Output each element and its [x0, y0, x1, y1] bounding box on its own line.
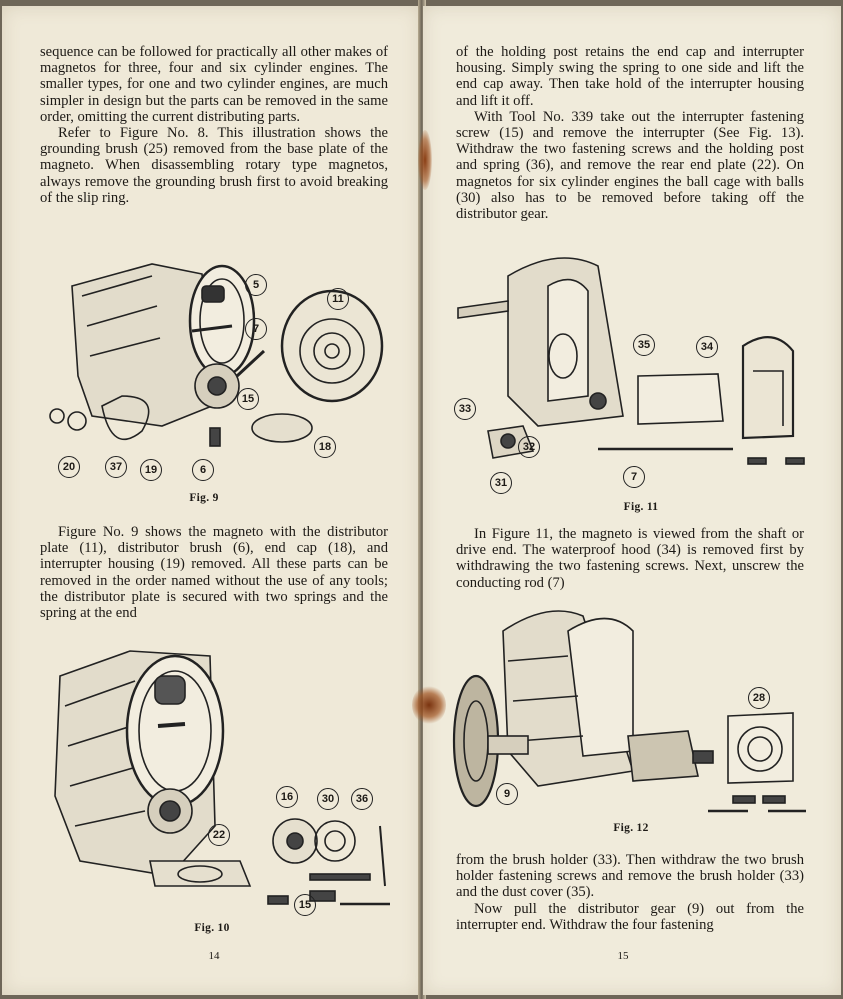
- callout-label: 33: [454, 398, 476, 420]
- figure-10-illustration: [54, 650, 390, 906]
- callout-label: 37: [105, 456, 127, 478]
- callout-label: 7: [245, 318, 267, 340]
- right-paragraph-1: of the holding post retains the end cap …: [456, 44, 804, 109]
- callout-label: 34: [696, 336, 718, 358]
- figure-11-caption: Fig. 11: [623, 501, 659, 513]
- callout-label: 6: [192, 459, 214, 481]
- right-paragraph-4: from the brush holder (33). Then withdra…: [456, 852, 804, 901]
- figure-9-caption: Fig. 9: [189, 492, 219, 504]
- figure-9-labels: 5 7 11 15 18 20 37 19 6: [42, 256, 392, 486]
- book-gutter: [418, 0, 426, 999]
- callout-label: 19: [140, 459, 162, 481]
- right-paragraph-5: Now pull the distributor gear (9) out fr…: [456, 900, 804, 933]
- callout-label: 35: [633, 334, 655, 356]
- callout-label: 31: [490, 472, 512, 494]
- callout-label: 7: [623, 466, 645, 488]
- right-text-bottom: from the brush holder (33). Then withdra…: [456, 852, 804, 933]
- rust-stain: [412, 685, 446, 725]
- figure-11-illustration: [457, 257, 805, 465]
- left-paragraph-2: Refer to Figure No. 8. This illustration…: [40, 125, 388, 206]
- left-page: sequence can be followed for practically…: [2, 6, 420, 995]
- callout-label: 11: [327, 288, 349, 310]
- callout-label: 20: [58, 456, 80, 478]
- callout-label: 36: [351, 788, 373, 810]
- callout-label: 32: [518, 436, 540, 458]
- left-text-middle: Figure No. 9 shows the magneto with the …: [40, 524, 388, 621]
- figure-11-labels: 35 34 33 32 31 7: [448, 246, 808, 494]
- figure-12-caption: Fig. 12: [613, 822, 649, 834]
- right-paragraph-3: In Figure 11, the magneto is viewed from…: [456, 526, 804, 591]
- left-text-top: sequence can be followed for practically…: [40, 44, 388, 206]
- figure-12-labels: 28 9: [448, 601, 808, 816]
- page-number: 15: [617, 950, 629, 962]
- rust-stain: [418, 130, 432, 190]
- callout-label: 16: [276, 786, 298, 808]
- callout-label: 15: [294, 894, 316, 916]
- figure-12-illustration: [452, 610, 806, 813]
- callout-label: 15: [237, 388, 259, 410]
- right-text-top: of the holding post retains the end cap …: [456, 44, 804, 222]
- figure-9-illustration: [49, 263, 384, 447]
- right-text-middle: In Figure 11, the magneto is viewed from…: [456, 526, 804, 591]
- figure-10-labels: 16 30 36 22 15: [40, 646, 395, 916]
- page-number: 14: [208, 950, 220, 962]
- callout-label: 5: [245, 274, 267, 296]
- right-paragraph-2: With Tool No. 339 take out the interrupt…: [456, 108, 804, 223]
- callout-label: 18: [314, 436, 336, 458]
- left-paragraph-3: Figure No. 9 shows the magneto with the …: [40, 524, 388, 622]
- right-page: of the holding post retains the end cap …: [423, 6, 841, 995]
- callout-label: 22: [208, 824, 230, 846]
- left-paragraph-1: sequence can be followed for practically…: [40, 44, 388, 125]
- callout-label: 28: [748, 687, 770, 709]
- callout-label: 30: [317, 788, 339, 810]
- figure-10-caption: Fig. 10: [194, 922, 230, 934]
- callout-label: 9: [496, 783, 518, 805]
